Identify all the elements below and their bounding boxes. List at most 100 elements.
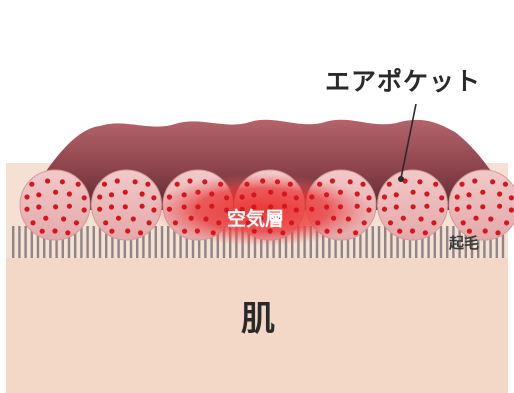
nap-fiber bbox=[489, 226, 492, 258]
air-dot bbox=[381, 194, 388, 200]
air-dot bbox=[194, 228, 200, 234]
nap-fiber bbox=[136, 226, 139, 258]
nap-fiber bbox=[353, 226, 356, 258]
air-dot bbox=[260, 178, 266, 184]
air-dot bbox=[331, 215, 337, 221]
air-dot bbox=[187, 178, 193, 184]
air-dot bbox=[504, 220, 510, 226]
air-dot bbox=[66, 203, 72, 209]
air-dot bbox=[268, 204, 274, 210]
air-dot bbox=[439, 207, 445, 213]
nap-fiber bbox=[204, 226, 207, 258]
air-dot bbox=[281, 191, 288, 197]
air-dot bbox=[216, 220, 222, 226]
nap-fiber bbox=[198, 226, 201, 258]
nap-fiber bbox=[427, 226, 430, 258]
nap-fiber bbox=[210, 226, 213, 258]
nap-fiber bbox=[402, 226, 405, 258]
air-dot bbox=[97, 194, 103, 200]
nap-fiber bbox=[396, 226, 399, 258]
air-dot bbox=[145, 181, 151, 187]
nap-fiber bbox=[86, 226, 89, 258]
nap-fiber bbox=[346, 226, 350, 258]
air-dot bbox=[258, 215, 264, 221]
nap-fiber bbox=[179, 226, 182, 258]
air-dot bbox=[53, 189, 59, 195]
air-dot bbox=[181, 192, 187, 198]
air-dot bbox=[52, 228, 58, 234]
nap-fiber bbox=[173, 226, 176, 258]
air-dot bbox=[324, 204, 330, 210]
air-dot bbox=[288, 220, 295, 226]
air-dot bbox=[409, 228, 416, 234]
air-dot bbox=[195, 189, 201, 195]
air-dot bbox=[329, 178, 335, 184]
air-dot bbox=[251, 204, 257, 210]
nap-fiber bbox=[142, 226, 145, 258]
air-dot bbox=[210, 230, 216, 236]
air-dot bbox=[166, 206, 172, 212]
skin-band bbox=[6, 258, 508, 393]
air-dot bbox=[280, 230, 286, 236]
air-dot bbox=[267, 228, 273, 234]
nap-fiber bbox=[477, 226, 480, 258]
nap-fiber bbox=[154, 226, 157, 258]
nap-fiber bbox=[415, 226, 418, 258]
air-dot bbox=[108, 192, 115, 198]
air-dot bbox=[281, 203, 288, 209]
air-dot bbox=[460, 220, 466, 226]
air-dot bbox=[122, 189, 128, 195]
air-dot bbox=[24, 206, 30, 212]
air-dot bbox=[274, 179, 281, 185]
air-dot bbox=[132, 179, 138, 185]
air-dot bbox=[293, 195, 299, 201]
air-dot bbox=[97, 206, 103, 212]
nap-fiber bbox=[43, 226, 46, 258]
air-dot bbox=[36, 192, 42, 198]
air-dot bbox=[466, 228, 472, 234]
air-dot bbox=[75, 181, 81, 187]
air-dot bbox=[417, 179, 423, 185]
air-dot bbox=[287, 181, 293, 187]
nap-fiber bbox=[98, 226, 102, 258]
air-dot bbox=[39, 228, 45, 234]
nap-fiber bbox=[185, 226, 188, 258]
nap-fiber bbox=[371, 226, 374, 258]
air-dot bbox=[482, 228, 488, 234]
nap-fiber bbox=[439, 226, 443, 258]
air-dot bbox=[337, 189, 343, 195]
air-layer-glow bbox=[152, 174, 372, 246]
nap-fiber bbox=[105, 226, 108, 258]
air-dot bbox=[480, 189, 486, 195]
air-dot bbox=[239, 194, 245, 200]
air-dot bbox=[59, 179, 65, 185]
air-dot bbox=[315, 220, 321, 226]
air-dot bbox=[251, 192, 257, 198]
air-dot bbox=[397, 228, 403, 234]
air-dot bbox=[473, 215, 479, 221]
nap-fiber bbox=[340, 226, 343, 258]
air-dot bbox=[386, 181, 392, 187]
air-dot bbox=[508, 207, 514, 213]
air-dot bbox=[53, 204, 59, 210]
air-dot bbox=[353, 230, 359, 236]
air-pocket-pointer bbox=[400, 103, 417, 179]
nap-fiber bbox=[12, 226, 15, 258]
nap-fiber bbox=[315, 226, 319, 258]
nap-fiber bbox=[377, 226, 381, 258]
nap-fiber bbox=[501, 226, 505, 258]
air-dot bbox=[431, 220, 437, 226]
air-dot bbox=[488, 216, 494, 222]
nap-fiber bbox=[55, 226, 58, 258]
air-dot bbox=[418, 216, 424, 222]
nap-fiber bbox=[129, 226, 133, 258]
air-dot bbox=[203, 216, 209, 222]
nap-fiber bbox=[30, 226, 33, 258]
air-dot bbox=[324, 228, 330, 234]
air-dot bbox=[424, 203, 430, 209]
nap-fiber bbox=[74, 226, 77, 258]
air-dot bbox=[182, 228, 188, 234]
air-dot bbox=[36, 204, 42, 210]
air-dot bbox=[466, 204, 472, 210]
air-dot bbox=[410, 189, 416, 195]
